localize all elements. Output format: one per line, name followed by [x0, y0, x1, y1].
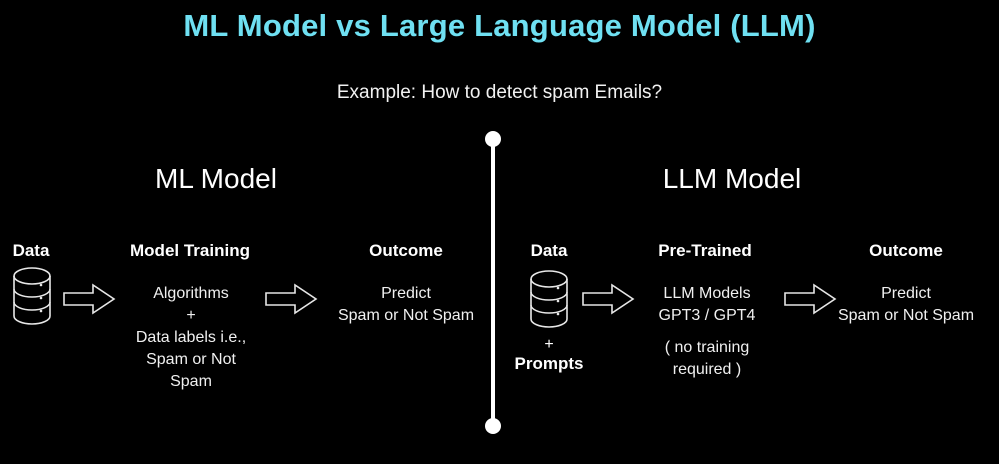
arrow-right-icon	[784, 283, 837, 315]
panel-heading-ml: ML Model	[155, 163, 277, 194]
column-label-llm-outcome: Outcome	[869, 241, 943, 260]
database-icon	[12, 266, 52, 328]
column-label-ml-model-training: Model Training	[130, 241, 250, 260]
llm-data-plus-sign: +	[544, 336, 554, 353]
arrow-right-icon	[63, 283, 116, 315]
divider-line	[491, 139, 495, 427]
divider-dot-bottom-icon	[485, 418, 501, 434]
column-body-llm-outcome: Predict Spam or Not Spam	[837, 285, 975, 324]
panel-heading-llm: LLM Model	[662, 163, 802, 194]
page-title: ML Model vs Large Language Model (LLM)	[183, 8, 816, 43]
column-label-ml-data: Data	[12, 241, 50, 260]
llm-data-prompts-label: Prompts	[514, 354, 584, 373]
column-body-llm-no-training: ( no training required )	[664, 339, 750, 378]
column-body-ml-outcome: Predict Spam or Not Spam	[337, 285, 475, 324]
column-body-llm-pre-trained: LLM Models GPT3 / GPT4	[658, 285, 756, 324]
page-subtitle: Example: How to detect spam Emails?	[336, 82, 663, 103]
arrow-right-icon	[265, 283, 318, 315]
column-body-ml-model-training: Algorithms + Data labels i.e., Spam or N…	[135, 285, 247, 390]
database-icon	[529, 269, 569, 331]
column-label-ml-outcome: Outcome	[369, 241, 443, 260]
column-label-llm-data: Data	[530, 241, 568, 260]
column-label-llm-pre-trained: Pre-Trained	[658, 241, 752, 260]
arrow-right-icon	[582, 283, 635, 315]
